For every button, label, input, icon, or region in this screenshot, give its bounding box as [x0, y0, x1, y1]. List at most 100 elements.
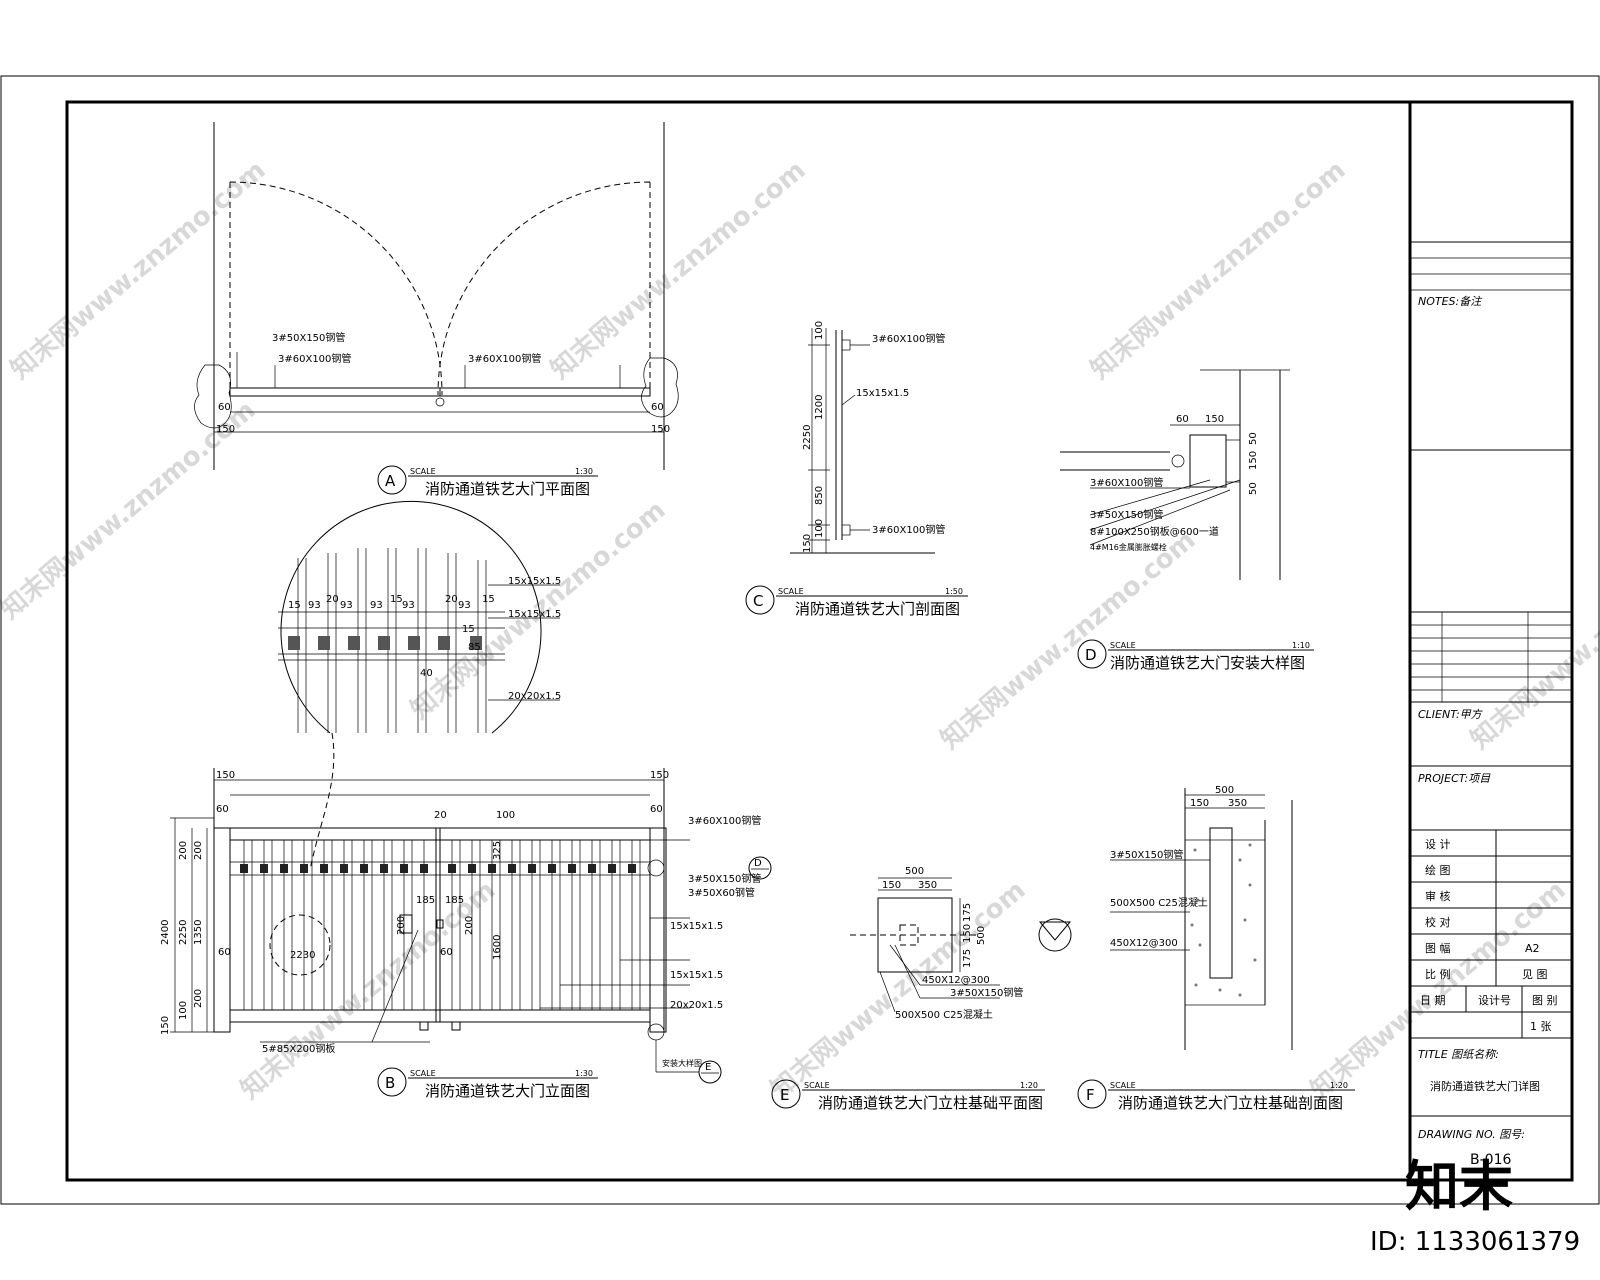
label-b-frame: 20x20x1.5 [670, 1000, 723, 1011]
dim-f: 350 [1228, 798, 1247, 809]
scale-word: SCALE [778, 587, 804, 596]
dim-detail: 85 [468, 642, 481, 653]
tb-drawn-label: 绘 图 [1425, 863, 1451, 877]
dim-b: 100 [178, 1001, 189, 1020]
callout-letter: E [705, 1062, 711, 1073]
dim-b: 1350 [193, 920, 204, 945]
dim-b: 150 [216, 770, 235, 781]
dim-f: 500 [1215, 785, 1234, 796]
dim-e: 350 [918, 880, 937, 891]
tb-drawing-no: B-016 [1470, 1152, 1511, 1168]
label-f-post: 3#50X150钢管 [1110, 848, 1183, 861]
callout-letter: D [754, 858, 762, 869]
dim-e: 150 [882, 880, 901, 891]
view-e-letter: E [780, 1086, 789, 1104]
dim-b: 100 [496, 810, 515, 821]
watermark-text: 知末网www.znzmo.com [1085, 155, 1351, 385]
north-arrow [1038, 921, 1072, 941]
dim-detail: 93 [458, 600, 471, 611]
view-d-install-detail: 60 150 50 150 50 3#60X100钢管 3#50X150钢管 8… [1060, 369, 1314, 672]
client-label: CLIENT:甲方 [1418, 708, 1484, 721]
door-swing-right [437, 181, 651, 396]
dim-detail: 93 [308, 600, 321, 611]
dim-e: 175 [962, 949, 973, 968]
tb-review-label: 审 核 [1425, 889, 1451, 903]
watermark-layer: 知末网www.znzmo.com 知末网www.znzmo.com 知末网www… [0, 155, 1600, 1105]
gate-latch [436, 919, 444, 929]
dim-c: 100 [814, 321, 825, 340]
post-left [213, 827, 231, 1033]
tb-drawing-no-label: DRAWING NO. 图号: [1418, 1128, 1525, 1141]
label-f-concrete: 500X500 C25混凝土 [1110, 896, 1208, 909]
f-post [1209, 827, 1233, 979]
tb-category-label: 图 别 [1532, 994, 1558, 1007]
tb-scale-label: 比 例 [1425, 967, 1451, 981]
dim-b: 2250 [178, 920, 189, 945]
watermark-text: 知末网www.znzmo.com [1305, 875, 1571, 1105]
label-a-rail: 3#60X100钢管 [278, 352, 351, 365]
dim-b: 325 [492, 841, 503, 860]
scale-value: 1:20 [1020, 1081, 1038, 1090]
label-detail-bar: 15x15x1.5 [508, 576, 561, 587]
dim-e: 500 [905, 866, 924, 877]
view-a-letter: A [385, 472, 396, 490]
gate-lock-plate [399, 914, 413, 934]
label-c-rail: 3#60X100钢管 [872, 332, 945, 345]
title-block: NOTES:备注 CLIENT:甲方 PROJECT:项目 设 计 绘 图 审 … [1410, 241, 1572, 1168]
watermark-text: 知末网www.znzmo.com [545, 155, 811, 385]
dim-b: 60 [650, 804, 663, 815]
view-b-title: 消防通道铁艺大门立面图 [425, 1082, 590, 1100]
tb-design-label: 设 计 [1425, 838, 1451, 851]
tb-pages: 1 张 [1530, 1020, 1552, 1033]
dim-b: 150 [160, 1016, 171, 1035]
label-c-bar: 15x15x1.5 [856, 388, 909, 399]
gate-decor-band [240, 864, 636, 873]
dim-b: 200 [193, 989, 204, 1008]
view-c-title: 消防通道铁艺大门剖面图 [795, 600, 960, 618]
label-d-rail: 3#60X100钢管 [1090, 476, 1163, 489]
dim-b: 60 [218, 947, 231, 958]
dim-c: 150 [802, 534, 813, 553]
dim-d: 150 [1205, 414, 1224, 425]
label-detail-frame: 20x20x1.5 [508, 691, 561, 702]
tb-title-label: TITLE 图纸名称: [1418, 1048, 1499, 1061]
label-d-bolt: 4#M16金属膨胀螺栓 [1090, 542, 1167, 552]
image-id: ID: 1133061379 [1370, 1227, 1580, 1257]
scale-value: 1:30 [575, 467, 593, 476]
tb-size-label: 图 幅 [1425, 942, 1451, 955]
detail-callout-circle [269, 914, 331, 976]
view-f-letter: F [1086, 1086, 1095, 1104]
dim-c: 2250 [802, 425, 813, 450]
tb-title-value: 消防通道铁艺大门详图 [1430, 1079, 1540, 1093]
detail-enlargement: 15 93 20 93 93 15 93 20 93 15 40 85 15 1… [278, 500, 561, 871]
view-c-bubble [745, 585, 775, 615]
label-e-rebar: 450X12@300 [922, 975, 990, 986]
project-label: PROJECT:项目 [1418, 772, 1491, 785]
dim-f: 150 [1190, 798, 1209, 809]
scale-word: SCALE [410, 1069, 436, 1078]
door-swing-left [229, 181, 443, 396]
inner-border [65, 100, 1574, 1182]
dim-d: 150 [1248, 451, 1259, 470]
label-b-detail-ref: 安装大样图 [662, 1058, 702, 1068]
detail-circle [280, 500, 542, 734]
dim-b: 200 [396, 916, 407, 935]
view-e-bubble [771, 1079, 801, 1109]
label-detail-bar: 15x15x1.5 [508, 609, 561, 620]
dim-b: 185 [445, 895, 464, 906]
dim-c: 100 [814, 519, 825, 538]
column-left [194, 364, 232, 429]
scale-word: SCALE [1110, 1081, 1136, 1090]
view-f-title: 消防通道铁艺大门立柱基础剖面图 [1118, 1094, 1343, 1112]
label-f-rebar: 450X12@300 [1110, 938, 1178, 949]
scale-word: SCALE [1110, 641, 1136, 650]
dim-b: 20 [434, 810, 447, 821]
watermark-text: 知末网www.znzmo.com [5, 155, 271, 385]
dim-a: 60 [651, 402, 664, 413]
scale-value: 1:30 [575, 1069, 593, 1078]
dim-detail: 20 [326, 594, 339, 605]
callout-d-bubble [748, 856, 772, 880]
dim-b: 60 [440, 947, 453, 958]
dim-detail: 20 [445, 594, 458, 605]
